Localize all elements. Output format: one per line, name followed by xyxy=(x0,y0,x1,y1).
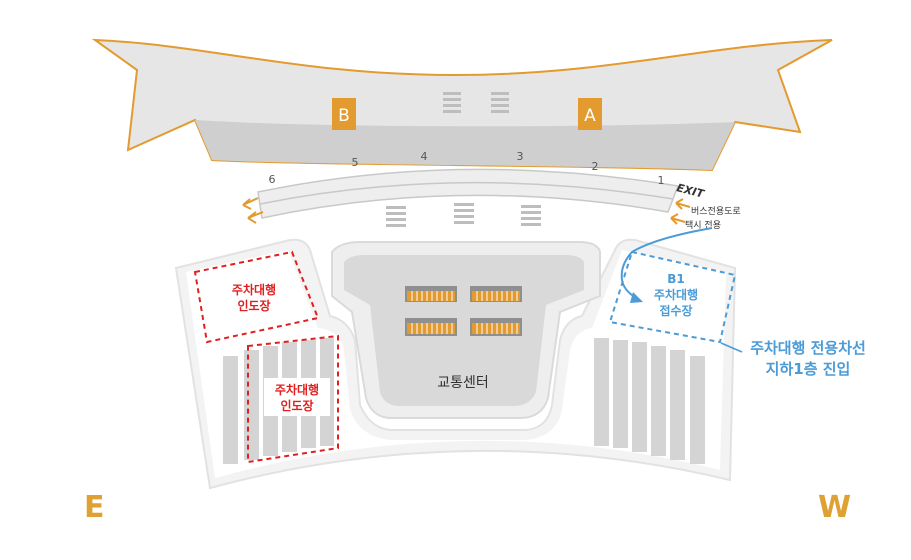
compass-west: W xyxy=(818,490,852,525)
curb-number-5: 5 xyxy=(352,156,359,169)
stairs-icon xyxy=(386,206,406,227)
lane-taxi-label: 택시 전용 xyxy=(685,220,721,231)
parking-row xyxy=(223,356,238,464)
arrow-left-icon xyxy=(242,197,259,210)
parking-rows-right xyxy=(594,338,705,464)
valet-zone-right-line2: 주차대행 xyxy=(654,287,698,302)
transport-center-label: 교통센터 xyxy=(437,375,489,391)
curb-number-1: 1 xyxy=(658,174,665,187)
parking-row xyxy=(670,350,685,460)
valet-zone-left-bottom: 주차대행 인도장 xyxy=(247,334,339,464)
bus-bay-stripes xyxy=(411,291,518,334)
valet-zone-left-bottom-line1: 주차대행 xyxy=(275,382,319,397)
valet-zone-left-top-line2: 인도장 xyxy=(237,298,270,313)
valet-zone-right: B1 주차대행 접수장 xyxy=(608,250,737,344)
bus-bay-fill xyxy=(407,291,455,301)
valet-lane-route xyxy=(620,227,743,353)
valet-zone-left-top: 주차대행 인도장 xyxy=(193,250,320,344)
arrow-left-icon xyxy=(670,213,686,225)
parking-row xyxy=(690,356,705,464)
curb-road-divider xyxy=(259,181,674,205)
valet-zone-left-bottom-border xyxy=(247,334,339,464)
arrow-left-icon xyxy=(247,211,264,224)
gate-b-label: B xyxy=(338,106,350,126)
valet-lane-path xyxy=(620,227,713,301)
bus-bay-fill xyxy=(472,323,520,334)
terminal-lower-band xyxy=(195,120,735,170)
valet-zone-right-line1: B1 xyxy=(667,272,685,286)
stairs-icon xyxy=(443,92,461,113)
callout-line2: 지하1층 진입 xyxy=(766,360,851,378)
gate-a-label: A xyxy=(584,106,596,126)
exit-label: EXIT xyxy=(675,181,706,201)
stairs-icon xyxy=(491,92,509,113)
arrow-left-icon xyxy=(675,198,691,210)
bus-bay-fill xyxy=(407,323,455,334)
curb-number-3: 3 xyxy=(517,150,524,163)
callout-leader-line xyxy=(720,342,743,353)
curb-number-4: 4 xyxy=(421,150,428,163)
valet-zone-left-bottom-line2: 인도장 xyxy=(280,398,313,413)
arrow-right-icon xyxy=(630,292,643,303)
stairs-icon xyxy=(521,205,541,226)
valet-zone-left-bottom-label-bg xyxy=(264,378,330,416)
curb-road-outer xyxy=(257,168,680,219)
callout-line1: 주차대행 전용차선 xyxy=(750,339,866,357)
parking-row xyxy=(594,338,609,446)
valet-zone-right-line3: 접수장 xyxy=(659,304,692,318)
transport-center-inner xyxy=(344,255,584,406)
curb-number-2: 2 xyxy=(592,160,599,173)
parking-row xyxy=(651,346,666,456)
gate-a-marker xyxy=(578,98,602,130)
compass-east: E xyxy=(84,490,105,525)
lane-bus-label: 버스전용도로 xyxy=(691,206,741,217)
stairs-icon xyxy=(454,203,474,224)
valet-zone-right-border xyxy=(608,250,737,344)
valet-zone-left-top-line1: 주차대행 xyxy=(232,282,276,297)
parking-row xyxy=(613,340,628,448)
terminal-building: B A xyxy=(91,38,833,172)
curb-number-6: 6 xyxy=(269,173,276,186)
curb-road: 6 5 4 3 2 1 EXIT xyxy=(257,150,707,219)
valet-zone-left-top-border xyxy=(193,250,320,344)
parking-row xyxy=(244,350,259,460)
bus-bays xyxy=(405,286,522,336)
bus-bay-fill xyxy=(472,291,520,301)
parking-row xyxy=(632,342,647,452)
gate-b-marker xyxy=(332,98,356,130)
